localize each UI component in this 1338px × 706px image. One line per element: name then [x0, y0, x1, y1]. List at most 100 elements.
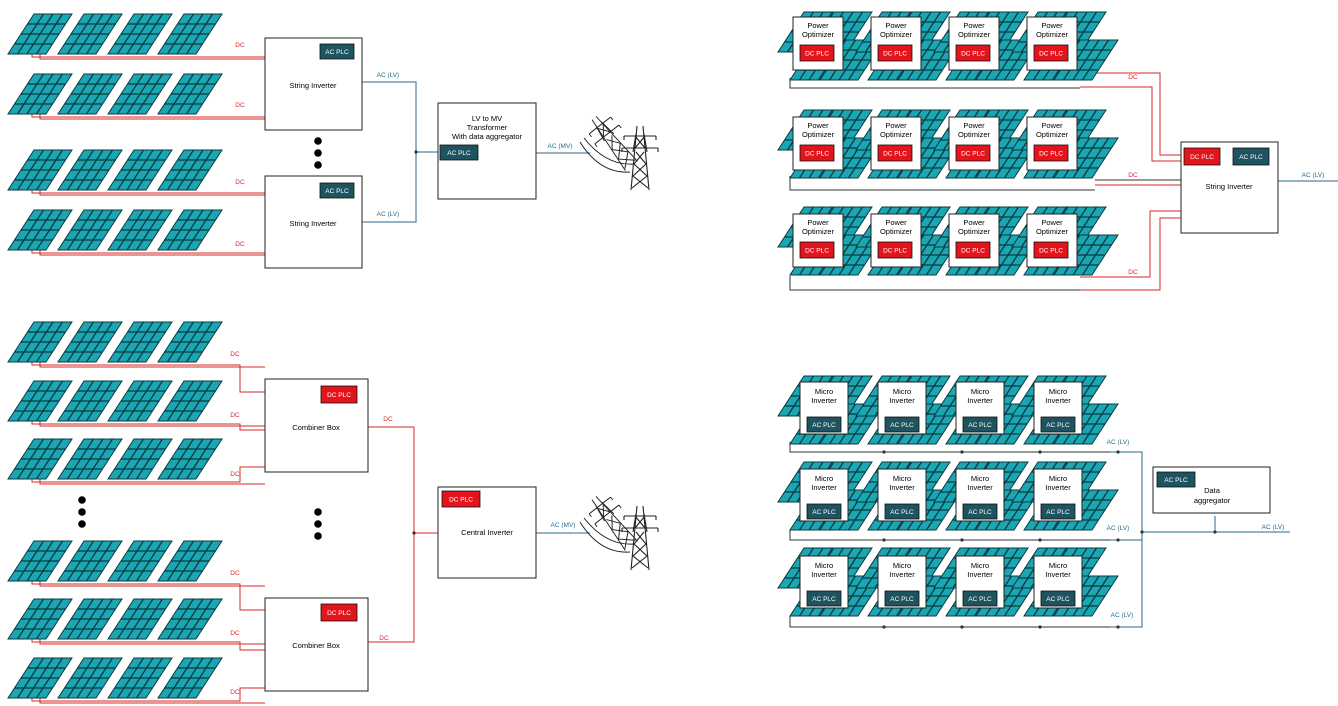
dc-wire: [39, 581, 265, 587]
dc-return-wire: [789, 78, 1080, 89]
string-inverter-label: String Inverter: [289, 219, 337, 228]
junction-dot: [1116, 538, 1120, 542]
dc-plc-label: DC PLC: [883, 248, 907, 255]
power-optimizer-label-2: Optimizer: [802, 130, 835, 139]
ac-mv-label: AC (MV): [551, 522, 576, 529]
junction-dot: [882, 450, 886, 454]
junction-dot: [1213, 530, 1217, 534]
vertical-ellipsis-icon: [314, 161, 322, 169]
dc-label: DC: [230, 471, 240, 478]
micro-inverter-label-1: Micro: [815, 387, 833, 396]
vertical-ellipsis-icon: [78, 508, 86, 516]
dc-plc-label: DC PLC: [1039, 248, 1063, 255]
ac-plc-label: AC PLC: [447, 150, 471, 157]
transformer-label-2: Transformer: [467, 123, 508, 132]
power-optimizer-label-2: Optimizer: [880, 227, 913, 236]
dc-plc-module: [799, 44, 835, 62]
ac-plc-label: AC PLC: [325, 188, 349, 195]
dc-label: DC: [235, 179, 245, 186]
junction-dot: [1116, 625, 1120, 629]
ac-lv-label: AC (LV): [1107, 525, 1130, 532]
ac-plc-module: [1040, 503, 1076, 520]
ac-plc-module: [1040, 416, 1076, 433]
ac-plc-module: [962, 416, 998, 433]
power-optimizer-label-1: Power: [963, 218, 985, 227]
micro-inverter-label-1: Micro: [971, 474, 989, 483]
dc-plc-label: DC PLC: [805, 248, 829, 255]
micro-inverter-label-1: Micro: [815, 474, 833, 483]
ac-lv-label: AC (LV): [377, 211, 400, 218]
data-aggregator-label-2: aggregator: [1194, 496, 1231, 505]
dc-return-wire: [789, 176, 1095, 191]
dc-wire: [31, 466, 265, 483]
dc-wire: [39, 190, 265, 196]
dc-return-wire: [789, 616, 1110, 628]
ac-plc-module: [884, 503, 920, 520]
dc-wire: [39, 250, 265, 256]
dc-wire: [1080, 72, 1183, 156]
dc-plc-module: [955, 44, 991, 62]
dc-plc-module: [320, 385, 358, 404]
dc-plc-module: [1033, 144, 1069, 162]
vertical-ellipsis-icon: [314, 508, 322, 516]
dc-wire: [1080, 86, 1183, 162]
micro-inverter-label-2: Inverter: [967, 483, 993, 492]
dc-label: DC: [1128, 172, 1138, 179]
dc-label: DC: [230, 412, 240, 419]
dc-plc-module: [799, 144, 835, 162]
central-inverter-label: Central Inverter: [461, 528, 513, 537]
power-optimizer-label-1: Power: [963, 121, 985, 130]
micro-inverter-label-2: Inverter: [967, 396, 993, 405]
micro-inverter-label-1: Micro: [1049, 474, 1067, 483]
dc-wire: [39, 698, 265, 704]
micro-inverter-label-2: Inverter: [811, 483, 837, 492]
dc-plc-module: [1033, 44, 1069, 62]
dc-plc-label: DC PLC: [1039, 151, 1063, 158]
dc-plc-module: [1183, 147, 1221, 166]
dc-plc-module: [320, 603, 358, 622]
ac-plc-module: [1040, 590, 1076, 607]
power-optimizer-label-1: Power: [807, 21, 829, 30]
dc-plc-label: DC PLC: [327, 392, 351, 399]
power-optimizer-label-1: Power: [1041, 218, 1063, 227]
junction-dot: [412, 531, 416, 535]
dc-wire: [31, 687, 265, 702]
combiner-box-label: Combiner Box: [292, 641, 340, 650]
power-optimizer-label-1: Power: [885, 21, 907, 30]
ac-plc-label: AC PLC: [890, 596, 914, 603]
dc-plc-label: DC PLC: [1039, 51, 1063, 58]
micro-inverter-label-1: Micro: [971, 561, 989, 570]
dc-plc-label: DC PLC: [961, 51, 985, 58]
dc-label: DC: [1128, 74, 1138, 81]
power-optimizer-label-1: Power: [885, 121, 907, 130]
ac-plc-module: [806, 416, 842, 433]
micro-inverter-label-2: Inverter: [1045, 396, 1071, 405]
power-optimizer-label-2: Optimizer: [880, 130, 913, 139]
micro-inverter-label-1: Micro: [1049, 387, 1067, 396]
power-optimizer-label-2: Optimizer: [958, 130, 991, 139]
dc-return-wire: [789, 530, 1110, 541]
power-optimizer-label-1: Power: [807, 218, 829, 227]
junction-dot: [1038, 625, 1042, 629]
dc-label: DC: [230, 351, 240, 358]
transmission-tower-icon: [621, 125, 659, 191]
dc-plc-label: DC PLC: [961, 151, 985, 158]
power-optimizer-label-1: Power: [885, 218, 907, 227]
dc-plc-label: DC PLC: [961, 248, 985, 255]
vertical-ellipsis-icon: [314, 532, 322, 540]
ac-plc-label: AC PLC: [890, 422, 914, 429]
micro-inverter-label-2: Inverter: [811, 570, 837, 579]
ac-plc-module: [806, 503, 842, 520]
ac-plc-module: [1232, 147, 1270, 166]
ac-plc-module: [1156, 471, 1196, 488]
transformer-label-3: With data aggregator: [452, 132, 523, 141]
power-optimizer-label-2: Optimizer: [880, 30, 913, 39]
dc-label: DC: [383, 416, 393, 423]
ac-plc-label: AC PLC: [325, 49, 349, 56]
ac-wire: [362, 81, 417, 223]
dc-plc-module: [955, 144, 991, 162]
power-optimizer-label-1: Power: [1041, 21, 1063, 30]
micro-inverter-label-1: Micro: [893, 387, 911, 396]
